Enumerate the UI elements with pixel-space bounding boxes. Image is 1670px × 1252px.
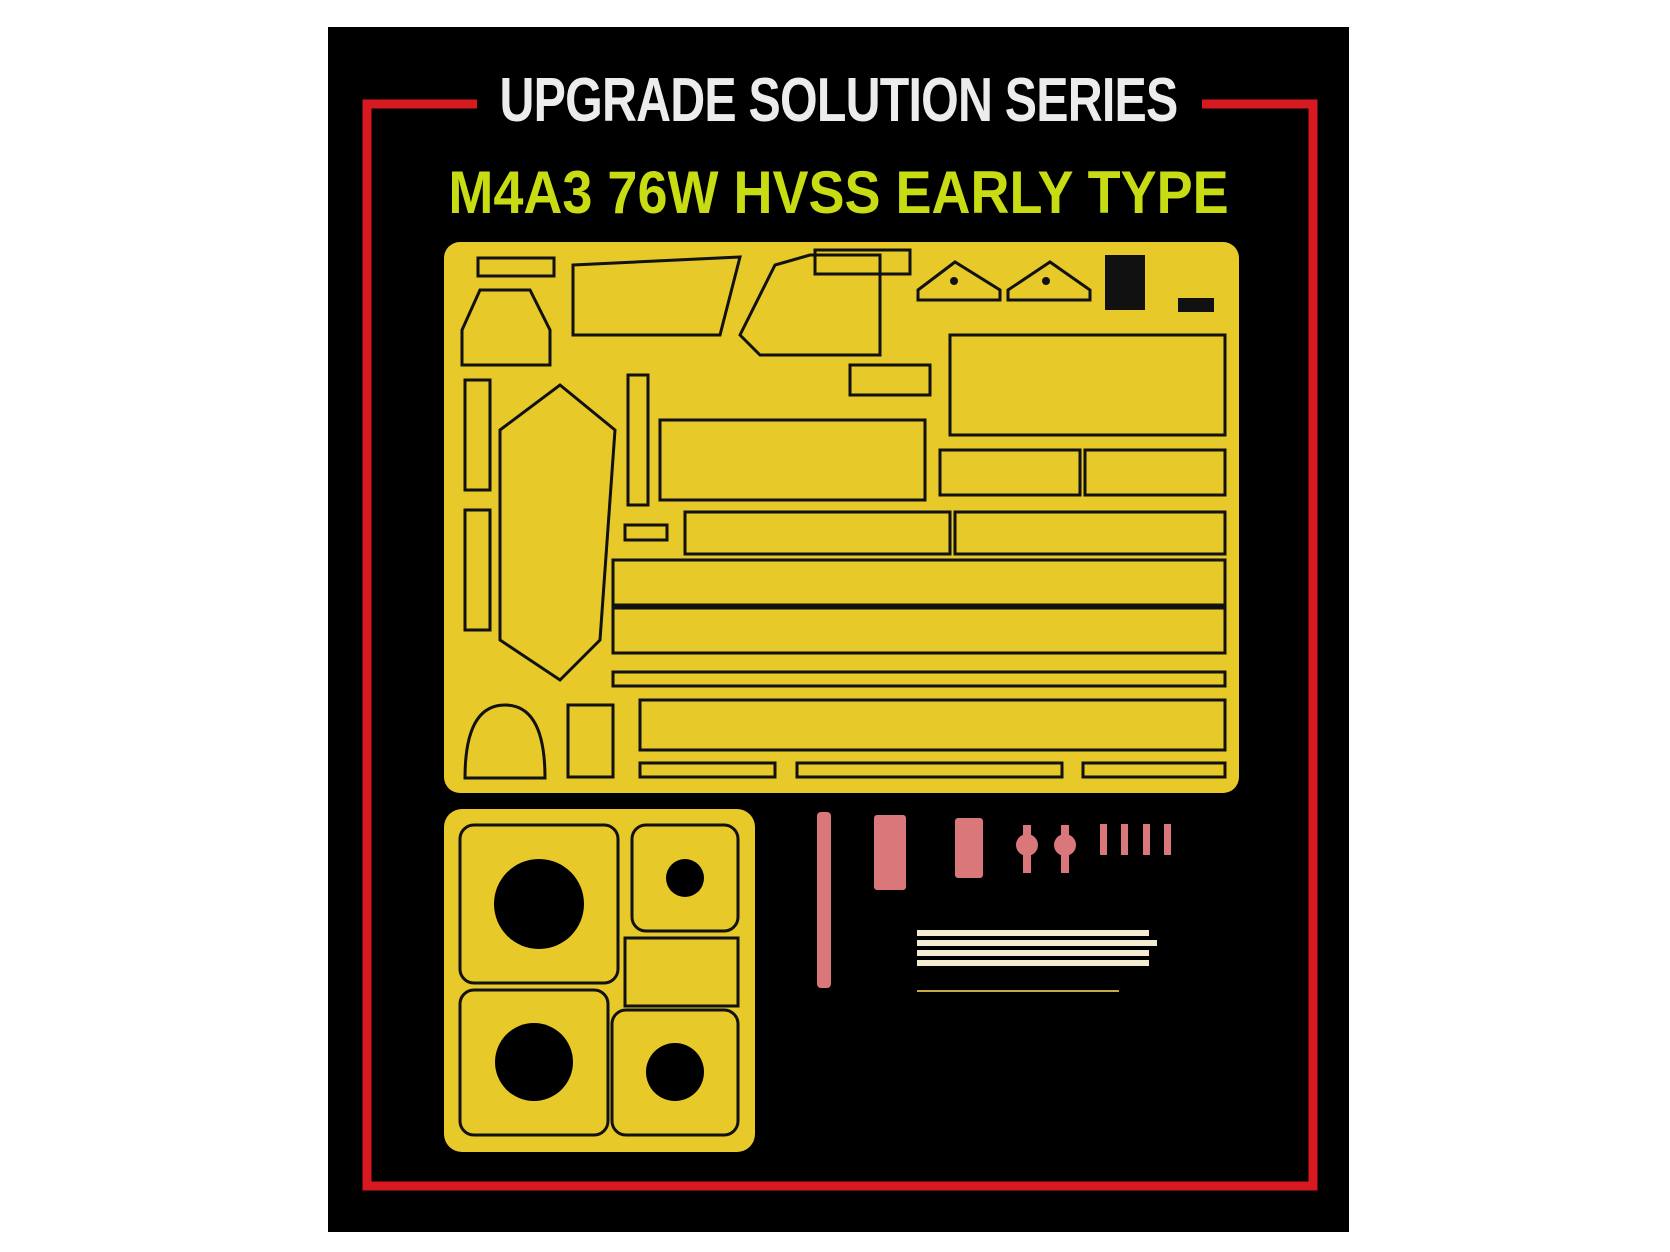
model-title: M4A3 76W HVSS EARLY TYPE	[448, 159, 1229, 226]
series-title: UPGRADE SOLUTION SERIES	[499, 66, 1179, 135]
photo-etch-fret-turret-rings	[444, 809, 755, 1152]
metal-rods	[917, 930, 1157, 992]
resin-parts	[817, 812, 1171, 988]
red-frame	[362, 99, 1318, 1191]
photo-etch-fret-main	[444, 242, 1239, 793]
